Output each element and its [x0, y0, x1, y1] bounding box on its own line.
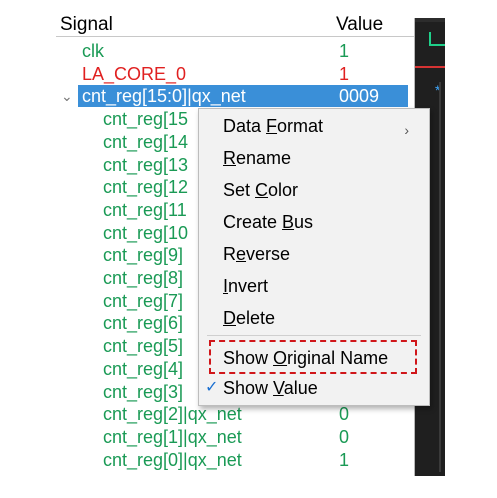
value-column-header[interactable]: Value: [336, 14, 384, 35]
signal-name: cnt_reg[8]: [103, 268, 184, 288]
signal-row[interactable]: cnt_reg[5]: [56, 335, 414, 357]
signal-column-header[interactable]: Signal: [60, 14, 113, 35]
signal-row[interactable]: cnt_reg[12: [56, 176, 414, 198]
menu-item-rename[interactable]: Rename: [223, 148, 292, 168]
signal-name: cnt_reg[11: [103, 199, 187, 220]
signal-value: 0: [339, 426, 350, 447]
signal-name: cnt_reg[0]|qx_net: [103, 449, 242, 470]
clk-waveform-edge: [429, 32, 431, 46]
menu-item-data-format[interactable]: Data Format ›: [223, 113, 419, 139]
signal-row[interactable]: cnt_reg[14: [56, 131, 414, 153]
signal-row[interactable]: cnt_reg[2]|qx_net 0: [56, 403, 414, 425]
menu-item-show-original-name[interactable]: Show Original Name: [223, 348, 389, 368]
bus-waveform-divider: [439, 82, 441, 472]
selection-highlight: [78, 85, 408, 108]
signal-name: cnt_reg[1]|qx_net: [103, 426, 242, 447]
signal-name: cnt_reg[7]: [103, 290, 184, 311]
signal-name: cnt_reg[15:0]|qx_net: [82, 86, 246, 107]
signal-name: cnt_reg[4]: [103, 358, 184, 379]
signal-value: 1: [339, 41, 350, 61]
signal-name: cnt_reg[12: [103, 177, 189, 198]
signal-row[interactable]: LA_CORE_0 1: [56, 63, 414, 85]
menu-item-invert[interactable]: Invert: [223, 276, 269, 296]
la-core-waveform: [415, 66, 445, 68]
signal-row[interactable]: ⌄ cnt_reg[15:0]|qx_net 0009: [56, 85, 414, 108]
menu-item-show-value[interactable]: Show Value: [223, 378, 318, 398]
signal-name: LA_CORE_0: [82, 63, 187, 84]
signal-value: 0009: [339, 86, 380, 107]
signal-row[interactable]: cnt_reg[3]: [56, 381, 414, 403]
signal-list-header: Signal Value: [56, 14, 414, 37]
checkmark-icon: ✓: [205, 379, 219, 396]
menu-item-set-color[interactable]: Set Color: [223, 180, 299, 200]
signal-name: cnt_reg[13: [103, 154, 189, 175]
menu-item-create-bus[interactable]: Create Bus: [223, 212, 314, 232]
bus-marker-icon: *: [435, 82, 441, 98]
signal-row[interactable]: cnt_reg[11: [56, 199, 414, 221]
signal-name: cnt_reg[14: [103, 131, 189, 152]
waveform-timeline: [415, 18, 445, 22]
signal-row[interactable]: cnt_reg[4]: [56, 358, 414, 380]
signal-value: 1: [339, 449, 350, 470]
signal-value: 0: [339, 404, 350, 425]
signal-name: cnt_reg[6]: [103, 313, 184, 334]
expand-chevron-icon[interactable]: ⌄: [61, 88, 73, 105]
signal-row[interactable]: cnt_reg[0]|qx_net 1: [56, 449, 414, 471]
signal-row[interactable]: cnt_reg[10: [56, 222, 414, 244]
menu-separator: [207, 335, 421, 336]
signal-name: cnt_reg[2]|qx_net: [103, 404, 242, 425]
signal-name: clk: [82, 41, 104, 61]
signal-name: cnt_reg[10: [103, 222, 189, 243]
signal-row[interactable]: cnt_reg[1]|qx_net 0: [56, 426, 414, 448]
signal-row[interactable]: cnt_reg[15: [56, 108, 414, 130]
highlight-annotation-box: [209, 340, 417, 374]
signal-name: cnt_reg[3]: [103, 381, 184, 402]
menu-item-delete[interactable]: Delete: [223, 308, 276, 328]
chevron-right-icon: ›: [404, 122, 409, 138]
clk-waveform: [429, 44, 445, 46]
signal-row[interactable]: cnt_reg[6]: [56, 312, 414, 334]
signal-row[interactable]: cnt_reg[9]: [56, 244, 414, 266]
signal-row[interactable]: cnt_reg[8]: [56, 267, 414, 289]
menu-item-reverse[interactable]: Reverse: [223, 244, 291, 264]
context-menu: Data Format › Rename Set Color Create Bu…: [198, 108, 430, 406]
signal-name: cnt_reg[9]: [103, 245, 184, 266]
signal-name: cnt_reg[5]: [103, 336, 184, 357]
signal-name: cnt_reg[15: [103, 109, 189, 130]
signal-row[interactable]: clk 1: [56, 40, 414, 62]
signal-row[interactable]: cnt_reg[7]: [56, 290, 414, 312]
signal-row[interactable]: cnt_reg[13: [56, 154, 414, 176]
signal-value: 1: [339, 63, 350, 84]
